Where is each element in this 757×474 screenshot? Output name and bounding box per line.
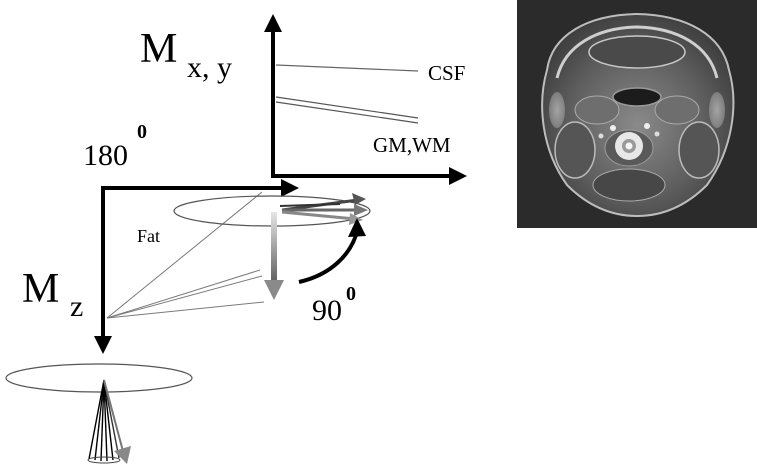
angle-180-label: 180 xyxy=(83,139,128,172)
fat-label: Fat xyxy=(137,226,160,246)
mz-gradient-arrow xyxy=(264,212,284,300)
angle-90-superscript: 0 xyxy=(346,283,356,305)
rotation-arrow xyxy=(298,218,366,284)
mxy-label-main: M xyxy=(140,26,177,72)
precessing-vectors-top xyxy=(279,193,368,225)
faint-spokes xyxy=(106,191,265,319)
relaxation-curves xyxy=(275,64,419,124)
bottom-precession-ellipse xyxy=(5,363,193,393)
mxy-label-sub: x, y xyxy=(187,51,232,84)
angle-180-superscript: 0 xyxy=(137,121,147,143)
angle-90-label: 90 xyxy=(312,294,342,327)
mz-axis xyxy=(94,179,299,354)
mz-label-sub: z xyxy=(70,290,83,323)
mxy-axis xyxy=(264,14,467,185)
dephasing-cone xyxy=(87,379,131,464)
mri-axial-image xyxy=(517,0,757,228)
csf-label: CSF xyxy=(428,61,465,85)
mz-label-main: M xyxy=(22,266,59,312)
gm-wm-label: GM,WM xyxy=(373,133,451,157)
